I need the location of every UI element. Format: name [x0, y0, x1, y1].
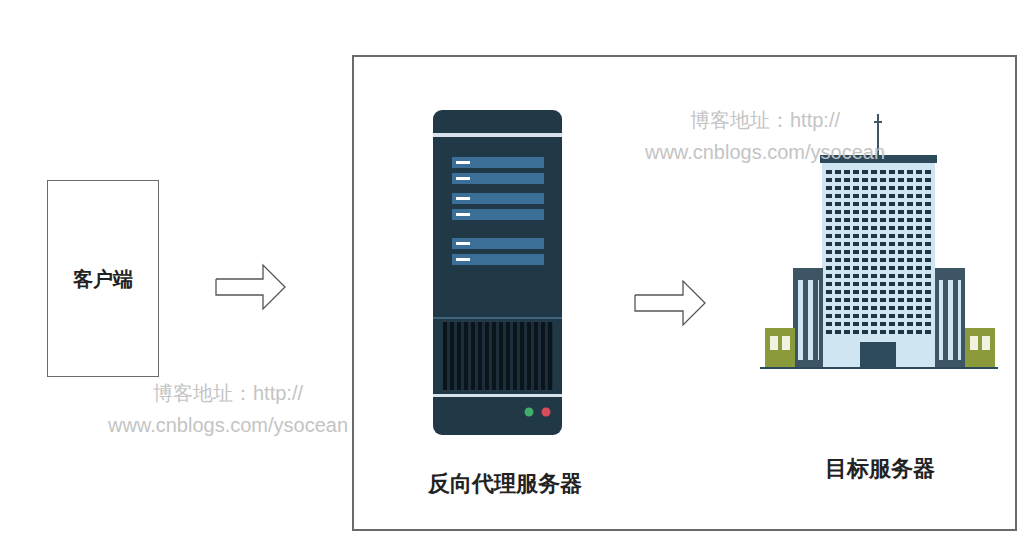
client-box: 客户端 — [47, 180, 159, 377]
node-label: 反向代理服务器 — [428, 469, 582, 499]
node-label: 客户端 — [73, 264, 133, 294]
server-group-box: 反向代理服务器 目标服务器 — [352, 55, 1017, 531]
block-arrow — [216, 265, 285, 309]
proxy-server-node: 反向代理服务器 — [407, 107, 602, 499]
block-arrow — [635, 281, 705, 325]
watermark: 博客地址：http:// www.cnblogs.com/ysocean — [78, 377, 378, 441]
node-label: 目标服务器 — [825, 454, 935, 484]
target-server-node: 目标服务器 — [757, 112, 1002, 484]
server-illustration — [433, 110, 562, 435]
watermark: 博客地址：http:// www.cnblogs.com/ysocean — [615, 104, 915, 168]
